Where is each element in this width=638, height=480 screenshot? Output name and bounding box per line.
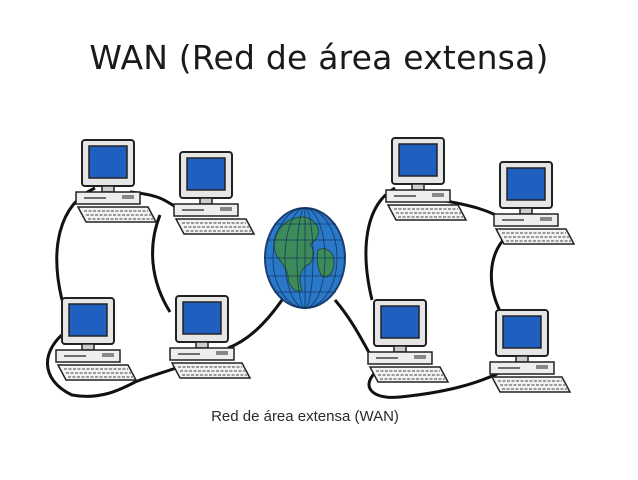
desktop-computer-icon (169, 295, 251, 379)
globe-icon (264, 207, 346, 309)
slide-title: WAN (Red de área extensa) (89, 38, 549, 77)
desktop-computer-icon (75, 139, 157, 223)
desktop-computer-icon (493, 161, 575, 245)
desktop-computer-icon (173, 151, 255, 235)
desktop-computer-icon (385, 137, 467, 221)
diagram-caption: Red de área extensa (WAN) (211, 408, 399, 425)
desktop-computer-icon (489, 309, 571, 393)
desktop-computer-icon (55, 297, 137, 381)
desktop-computer-icon (367, 299, 449, 383)
